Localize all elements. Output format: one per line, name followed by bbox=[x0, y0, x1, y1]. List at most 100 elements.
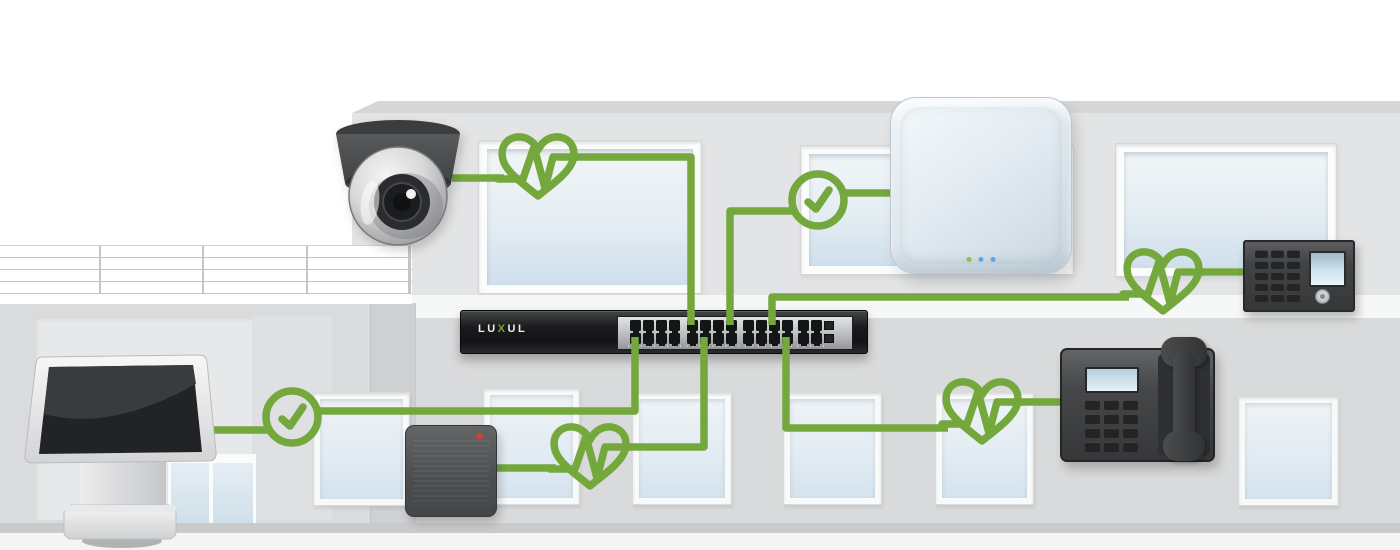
keypad-key bbox=[1287, 261, 1300, 269]
ap-led bbox=[978, 257, 984, 262]
window-glass bbox=[942, 399, 1027, 498]
ap-led bbox=[966, 257, 972, 262]
security-keypad bbox=[1243, 240, 1355, 312]
roof-railing bbox=[0, 245, 412, 304]
keypad-key bbox=[1271, 294, 1284, 302]
keypad-key bbox=[1271, 272, 1284, 280]
dome-reflection bbox=[360, 181, 380, 225]
keypad-key bbox=[1255, 250, 1268, 258]
lower-window-1 bbox=[313, 392, 410, 506]
rj45-port bbox=[656, 320, 667, 333]
camera-lens-core bbox=[393, 193, 411, 211]
keypad-key bbox=[1271, 261, 1284, 269]
rj45-uplink-port bbox=[798, 320, 809, 333]
phone-handset bbox=[1161, 337, 1209, 461]
rj45-port bbox=[726, 320, 737, 333]
keypad-key bbox=[1287, 250, 1300, 258]
lower-window-3 bbox=[632, 392, 732, 505]
rj45-port bbox=[726, 333, 737, 346]
phone-key bbox=[1104, 428, 1119, 438]
sfp-port bbox=[824, 321, 834, 330]
phone-key bbox=[1123, 428, 1138, 438]
handset-mouthpiece bbox=[1163, 431, 1205, 461]
railing-post bbox=[306, 246, 308, 294]
phone-key bbox=[1085, 414, 1100, 424]
rj45-port bbox=[713, 333, 724, 346]
rj45-port bbox=[756, 320, 767, 333]
railing-bar bbox=[0, 269, 412, 270]
window-glass bbox=[639, 399, 725, 498]
luxul-logo: LUXUL bbox=[478, 324, 527, 335]
rj45-uplink-port bbox=[798, 333, 809, 346]
rj45-port bbox=[669, 320, 680, 333]
keypad-key bbox=[1271, 283, 1284, 291]
rj45-port bbox=[700, 320, 711, 333]
lower-window-5 bbox=[935, 392, 1034, 505]
rj45-port bbox=[769, 320, 780, 333]
ap-status-leds bbox=[966, 257, 996, 262]
phone-key bbox=[1085, 400, 1100, 410]
keypad-key bbox=[1255, 294, 1268, 302]
rj45-port bbox=[687, 320, 698, 333]
lower-window-2 bbox=[483, 388, 580, 505]
phone-display bbox=[1085, 367, 1139, 393]
phone-key bbox=[1104, 442, 1119, 452]
rj45-port bbox=[630, 333, 641, 346]
window-glass bbox=[320, 399, 403, 499]
window-glass bbox=[490, 395, 573, 498]
rj45-uplink-port bbox=[811, 333, 822, 346]
railing-post bbox=[99, 246, 101, 294]
rj45-port bbox=[643, 333, 654, 346]
logo-text: LU bbox=[478, 323, 498, 335]
rj45-port bbox=[630, 320, 641, 333]
reader-status-led bbox=[477, 434, 482, 439]
lower-window-4 bbox=[783, 392, 882, 505]
phone-key bbox=[1104, 414, 1119, 424]
phone-key bbox=[1104, 400, 1119, 410]
lower-window-6 bbox=[1238, 396, 1339, 506]
sfp-port-group bbox=[824, 321, 834, 343]
phone-key bbox=[1085, 442, 1100, 452]
railing-bar bbox=[0, 293, 412, 294]
rj45-port bbox=[656, 333, 667, 346]
keypad-key bbox=[1255, 283, 1268, 291]
keypad-dial bbox=[1315, 289, 1330, 304]
dome-camera bbox=[336, 120, 460, 246]
building-fascia bbox=[352, 101, 1400, 113]
rj45-port bbox=[782, 320, 793, 333]
access-point bbox=[890, 97, 1072, 274]
rj45-port-group bbox=[630, 320, 680, 346]
sidewalk-curb bbox=[0, 523, 1400, 533]
keypad-key bbox=[1287, 294, 1300, 302]
keypad-key bbox=[1255, 272, 1268, 280]
phone-key bbox=[1123, 400, 1138, 410]
uplink-port-group bbox=[798, 320, 822, 346]
railing-bar bbox=[0, 257, 412, 258]
logo-accent-letter: X bbox=[497, 323, 508, 335]
screen-gloss bbox=[44, 365, 196, 419]
keypad-screen bbox=[1309, 251, 1346, 287]
pos-monitor bbox=[24, 354, 217, 548]
keypad-keys bbox=[1255, 250, 1300, 302]
monitor-base-top-strip bbox=[64, 505, 176, 512]
keypad-key bbox=[1287, 283, 1300, 291]
phone-key bbox=[1123, 414, 1138, 424]
lens-specular-highlight bbox=[406, 189, 416, 199]
keypad-key bbox=[1271, 250, 1284, 258]
rj45-port-group bbox=[743, 320, 793, 346]
rj45-uplink-port bbox=[811, 320, 822, 333]
window-glass bbox=[790, 399, 875, 498]
keypad-key bbox=[1255, 261, 1268, 269]
sfp-port bbox=[824, 334, 834, 343]
rj45-port bbox=[743, 333, 754, 346]
rj45-port bbox=[743, 320, 754, 333]
handset-grip bbox=[1173, 351, 1195, 447]
rj45-port bbox=[700, 333, 711, 346]
railing-post bbox=[202, 246, 204, 294]
upper-window-left bbox=[478, 140, 702, 294]
railing-bar bbox=[0, 281, 412, 282]
rj45-port bbox=[669, 333, 680, 346]
phone-key bbox=[1085, 428, 1100, 438]
rj45-port bbox=[782, 333, 793, 346]
